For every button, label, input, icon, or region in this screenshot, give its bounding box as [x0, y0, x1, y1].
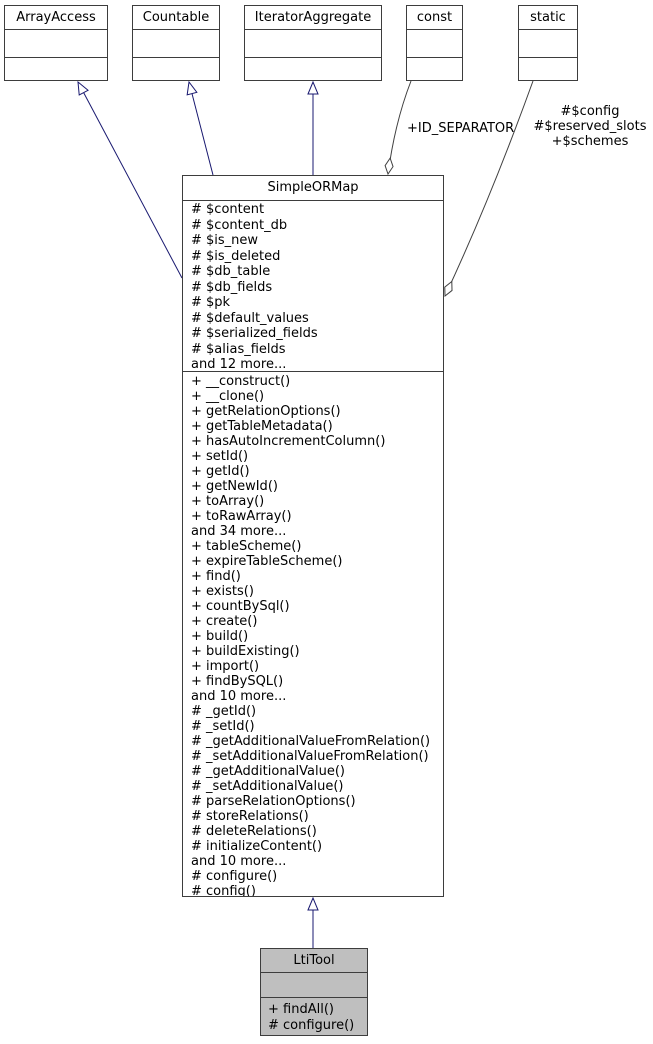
method-line: and 10 more... — [191, 854, 287, 869]
method-line: + setId() — [191, 449, 249, 464]
method-line: # _setAdditionalValueFromRelation() — [191, 749, 429, 764]
class-title: static — [519, 6, 577, 30]
class-title: SimpleORMap — [183, 176, 443, 201]
inheritance-edge-arrayaccess — [78, 82, 183, 279]
method-line: + import() — [191, 659, 260, 674]
empty-methods-compartment — [519, 58, 577, 80]
attribute-line: # $db_fields — [191, 279, 273, 295]
method-line: # config() — [191, 884, 256, 896]
method-line: # storeRelations() — [191, 809, 309, 824]
method-line: # _getId() — [191, 704, 257, 719]
class-node-countable[interactable]: Countable — [132, 5, 220, 81]
method-line: + find() — [191, 569, 241, 584]
empty-attributes-compartment — [133, 30, 219, 58]
attribute-line: # $db_table — [191, 264, 271, 279]
class-node-arrayaccess[interactable]: ArrayAccess — [4, 5, 108, 81]
method-line: # _setId() — [191, 719, 255, 734]
empty-methods-compartment — [133, 58, 219, 80]
method-line: # deleteRelations() — [191, 824, 317, 839]
methods-compartment: + __construct()+ __clone()+ getRelationO… — [183, 372, 443, 896]
method-line: + hasAutoIncrementColumn() — [191, 434, 386, 449]
method-line: + __construct() — [191, 374, 291, 389]
class-title: const — [407, 6, 462, 30]
method-line: and 10 more... — [191, 689, 287, 704]
method-line: + findBySQL() — [191, 674, 284, 689]
edge-label-line: #$config — [560, 104, 620, 119]
method-line: # configure() — [191, 869, 278, 884]
attribute-line: # $pk — [191, 295, 231, 310]
method-line: + getId() — [191, 464, 250, 479]
edge-label-line: #$reserved_slots — [533, 119, 647, 134]
empty-methods-compartment — [5, 58, 107, 80]
class-title: LtiTool — [261, 949, 367, 973]
attribute-line: # $is_deleted — [191, 248, 281, 264]
edge-label-static-members: #$config#$reserved_slots+$schemes — [528, 104, 652, 149]
edge-label-line: +$schemes — [551, 134, 629, 149]
method-line: # _setAdditionalValue() — [191, 779, 344, 794]
method-line: + buildExisting() — [191, 644, 300, 659]
attribute-line: # $is_new — [191, 233, 259, 248]
method-line: + getRelationOptions() — [191, 404, 341, 419]
attribute-line: # $serialized_fields — [191, 326, 318, 341]
attribute-line: # $alias_fields — [191, 341, 286, 357]
class-node-simpleormap[interactable]: SimpleORMap # $content# $content_db# $is… — [182, 175, 444, 897]
edge-label-id-separator: +ID_SEPARATOR — [407, 121, 515, 136]
attribute-line: # $default_values — [191, 310, 309, 326]
empty-attributes-compartment — [261, 973, 367, 998]
class-node-static: static — [518, 5, 578, 81]
method-line: and 34 more... — [191, 524, 287, 539]
class-node-iteratoraggregate[interactable]: IteratorAggregate — [244, 5, 382, 81]
method-line: # parseRelationOptions() — [191, 794, 356, 809]
attribute-line: # $content_db — [191, 217, 288, 233]
method-line: + getNewId() — [191, 479, 278, 494]
method-line: # configure() — [268, 1018, 355, 1033]
method-line: # initializeContent() — [191, 839, 323, 854]
empty-attributes-compartment — [407, 30, 462, 58]
method-line: + tableScheme() — [191, 539, 302, 554]
empty-attributes-compartment — [519, 30, 577, 58]
method-line: # _getAdditionalValueFromRelation() — [191, 734, 431, 749]
class-title: Countable — [133, 6, 219, 30]
empty-methods-compartment — [245, 58, 381, 80]
inheritance-edge-countable — [189, 82, 214, 176]
class-node-const: const — [406, 5, 463, 81]
attributes-compartment: # $content# $content_db# $is_new# $is_de… — [183, 201, 443, 372]
method-line: + toRawArray() — [191, 509, 292, 524]
class-title: ArrayAccess — [5, 6, 107, 30]
empty-attributes-compartment — [245, 30, 381, 58]
empty-methods-compartment — [407, 58, 462, 80]
method-line: + countBySql() — [191, 599, 290, 614]
method-line: + build() — [191, 629, 249, 644]
methods-compartment: + findAll()# configure() — [261, 998, 367, 1035]
empty-attributes-compartment — [5, 30, 107, 58]
class-title: IteratorAggregate — [245, 6, 381, 30]
class-node-ltitool[interactable]: LtiTool + findAll()# configure() — [260, 948, 368, 1036]
method-line: + toArray() — [191, 494, 265, 509]
method-line: + getTableMetadata() — [191, 419, 333, 434]
attribute-line: # $content — [191, 202, 265, 217]
method-line: + create() — [191, 614, 258, 629]
method-line: + __clone() — [191, 389, 265, 404]
method-line: + expireTableScheme() — [191, 554, 343, 569]
attribute-line: and 12 more... — [191, 357, 287, 372]
method-line: + findAll() — [268, 1002, 334, 1017]
method-line: + exists() — [191, 584, 254, 599]
method-line: # _getAdditionalValue() — [191, 764, 345, 779]
aggregation-edge-static — [445, 80, 534, 296]
